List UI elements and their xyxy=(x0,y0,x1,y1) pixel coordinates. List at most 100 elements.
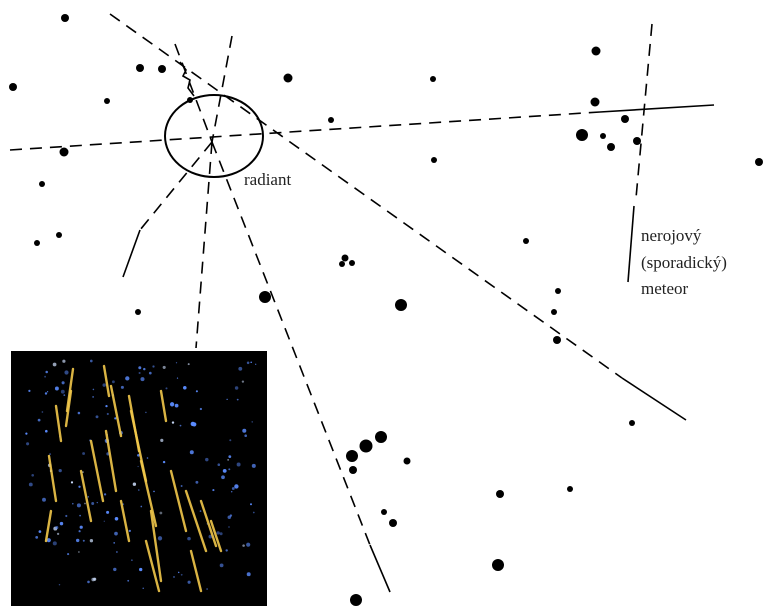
photo-star xyxy=(91,577,96,582)
photo-star xyxy=(78,485,81,488)
photo-meteor-streak xyxy=(104,429,118,493)
photo-star xyxy=(67,553,70,556)
photo-star xyxy=(63,394,66,396)
star xyxy=(381,509,387,515)
star xyxy=(523,238,529,244)
star xyxy=(551,309,557,315)
photo-star xyxy=(228,455,232,458)
photo-star xyxy=(105,404,108,408)
radiant-circle xyxy=(164,94,264,178)
wiggly-trail xyxy=(179,61,195,97)
photo-star xyxy=(187,580,191,584)
star xyxy=(375,431,387,443)
photo-meteor-streak xyxy=(109,384,123,438)
photo-star xyxy=(183,386,187,390)
sporadic-label-line2: (sporadický) xyxy=(641,253,727,272)
photo-star xyxy=(221,475,225,480)
photo-star xyxy=(199,510,202,512)
photo-star xyxy=(113,542,116,544)
photo-star xyxy=(58,583,61,586)
photo-star xyxy=(96,501,99,504)
photo-star xyxy=(142,587,144,589)
photo-star xyxy=(222,468,227,473)
photo-star xyxy=(82,539,85,542)
photo-star xyxy=(55,525,59,530)
photo-star xyxy=(187,536,191,541)
star xyxy=(61,14,69,22)
star xyxy=(621,115,629,123)
star xyxy=(350,594,362,606)
star xyxy=(555,288,561,294)
photo-star xyxy=(251,421,253,423)
photo-meteor-streak xyxy=(139,459,158,528)
photo-star xyxy=(255,363,257,365)
photo-star xyxy=(75,538,80,543)
star xyxy=(259,291,271,303)
photo-star xyxy=(174,403,179,408)
photo-star xyxy=(137,465,139,468)
photo-star xyxy=(145,411,147,414)
photo-star xyxy=(162,365,166,369)
star xyxy=(39,181,45,187)
photo-star xyxy=(244,434,247,437)
photo-star xyxy=(212,489,215,492)
photo-star xyxy=(102,383,106,387)
photo-star xyxy=(92,396,94,398)
photo-star xyxy=(227,459,229,461)
photo-star xyxy=(91,502,95,505)
photo-star xyxy=(92,388,95,391)
photo-star xyxy=(251,463,256,468)
photo-star xyxy=(250,503,252,506)
photo-meteor-streak xyxy=(209,519,223,553)
background-stars xyxy=(9,14,763,606)
star xyxy=(755,158,763,166)
photo-star xyxy=(44,375,46,378)
star xyxy=(607,143,615,151)
photo-star xyxy=(143,367,146,371)
photo-star xyxy=(72,502,74,505)
photo-star xyxy=(42,497,46,502)
photo-star xyxy=(138,489,140,491)
photo-star xyxy=(38,530,42,533)
photo-star xyxy=(159,511,163,515)
photo-star xyxy=(190,421,195,427)
meteor-shower-photo-art xyxy=(25,359,257,593)
photo-star xyxy=(138,371,141,375)
radiant-dashed-line xyxy=(139,141,213,231)
photo-meteor-streak xyxy=(189,549,203,593)
photo-star xyxy=(179,424,182,427)
meteor-trail xyxy=(122,229,141,278)
photo-star xyxy=(216,531,220,535)
photo-meteor-streak xyxy=(44,509,53,543)
photo-star xyxy=(175,362,178,364)
photo-star xyxy=(234,484,239,489)
photo-star xyxy=(120,385,124,389)
photo-meteor-streak xyxy=(184,489,208,553)
radiant-dashed-line xyxy=(195,141,213,349)
star xyxy=(359,439,373,453)
photo-star xyxy=(78,530,81,533)
star xyxy=(430,76,436,82)
photo-star xyxy=(199,407,203,411)
sporadic-meteor-trail xyxy=(627,205,635,283)
photo-star xyxy=(140,505,143,508)
star xyxy=(104,98,110,104)
photo-star xyxy=(56,532,60,536)
star xyxy=(346,450,358,462)
star xyxy=(56,232,62,238)
photo-meteor-streak xyxy=(119,499,131,543)
photo-star xyxy=(106,510,110,514)
photo-star xyxy=(236,398,239,401)
photo-star xyxy=(152,365,155,368)
star xyxy=(158,65,166,73)
photo-star xyxy=(225,549,228,552)
star xyxy=(576,129,588,141)
star xyxy=(492,559,504,571)
photo-star xyxy=(148,371,152,375)
photo-star xyxy=(128,529,131,533)
meteor-trail xyxy=(621,377,687,421)
photo-star xyxy=(78,551,80,553)
photo-star xyxy=(173,576,175,578)
photo-star xyxy=(114,417,117,420)
radiant-dashed-line xyxy=(211,141,371,546)
